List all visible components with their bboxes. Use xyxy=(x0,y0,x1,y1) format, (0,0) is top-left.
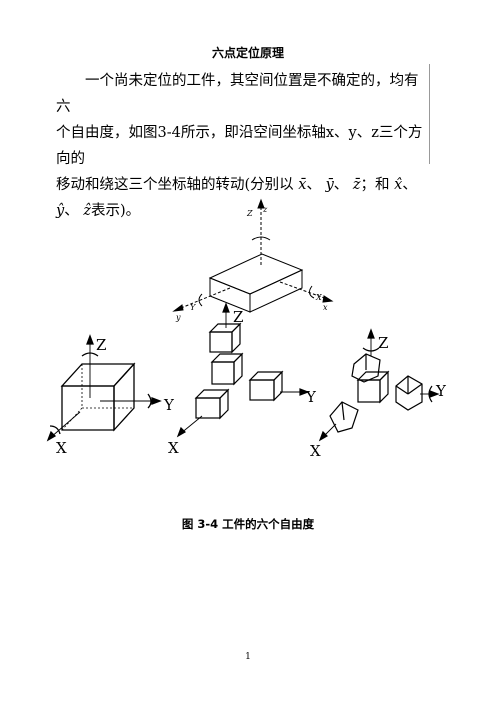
y-bar-label: Y xyxy=(190,303,196,312)
z-label: z xyxy=(262,205,268,214)
cube3-y-label: Y xyxy=(435,382,447,400)
cube2-x-label: X xyxy=(168,439,179,457)
cube-diagram-3: Z Y X xyxy=(310,328,447,460)
paragraph-line: 一个尚未定位的工件，其空间位置是不确定的，均有六 xyxy=(56,73,419,115)
margin-rule xyxy=(429,64,430,164)
cube-diagram-1: Z Y X xyxy=(46,334,175,457)
x-bar-label: X xyxy=(315,293,322,302)
separator: 、 xyxy=(402,177,417,193)
page-title: 六点定位原理 xyxy=(211,46,284,60)
cube-diagram-2: Z Y X xyxy=(168,302,317,457)
symbol-x-rotation: x̂ xyxy=(394,177,403,193)
paragraph-text: 移动和绕这三个坐标轴的转动(分别以 xyxy=(56,177,294,193)
z-bar-label: Z xyxy=(246,209,253,218)
y-label: y xyxy=(175,313,181,322)
body-paragraph: 一个尚未定位的工件，其空间位置是不确定的，均有六 个自由度，如图3-4所示，即沿… xyxy=(56,68,426,224)
separator: 、 xyxy=(64,203,79,219)
x-label: x xyxy=(323,303,328,312)
separator: ；和 xyxy=(360,177,390,193)
cube3-x-label: X xyxy=(310,442,321,460)
page-number: 1 xyxy=(245,652,251,662)
figure-caption: 图 3-4 工件的六个自由度 xyxy=(181,517,315,531)
paragraph-line: 移动和绕这三个坐标轴的转动(分别以 x̄、 ȳ、 z̄；和 x̂、 xyxy=(56,172,426,198)
symbol-y-translation: ȳ xyxy=(325,177,334,193)
cube1-y-label: Y xyxy=(163,396,175,414)
symbol-z-translation: z̄ xyxy=(352,177,361,193)
cube3-z-label: Z xyxy=(378,334,388,352)
separator: 、 xyxy=(306,177,321,193)
paragraph-line: 个自由度，如图3-4所示，即沿空间坐标轴x、y、z三个方向的 xyxy=(56,125,423,167)
cube2-z-label: Z xyxy=(233,308,243,326)
paragraph-text: 表示)。 xyxy=(90,203,141,219)
plate-diagram: z Z X x Y y xyxy=(172,198,334,322)
cube2-y-label: Y xyxy=(305,388,317,406)
symbol-y-rotation: ŷ xyxy=(56,203,65,219)
symbol-z-rotation: ẑ xyxy=(83,203,91,219)
cube1-z-label: Z xyxy=(96,336,106,354)
degrees-of-freedom-figure: z Z X x Y y Z Y X xyxy=(46,198,447,460)
separator: 、 xyxy=(333,177,349,193)
symbol-x-translation: x̄ xyxy=(298,177,307,193)
cube1-x-label: X xyxy=(56,439,67,457)
paragraph-line: ŷ、 ẑ表示)。 xyxy=(56,198,426,224)
